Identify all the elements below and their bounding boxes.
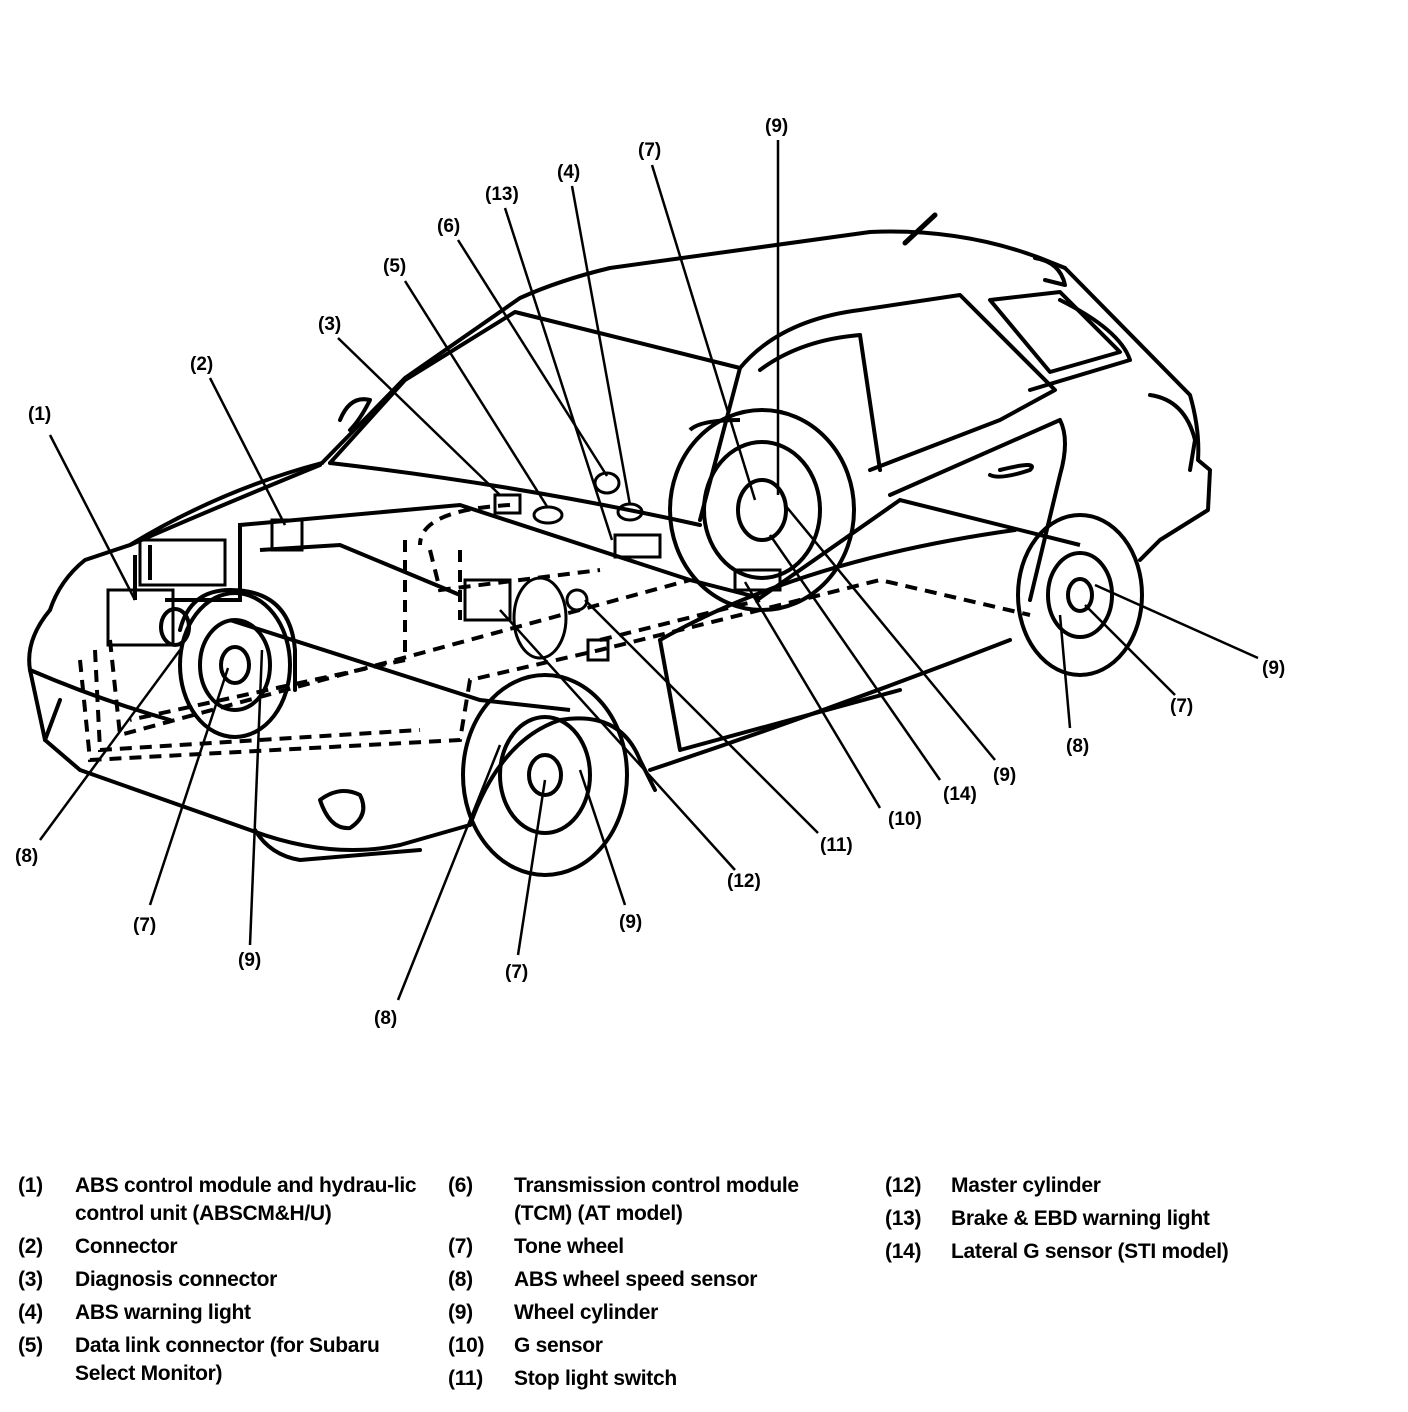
callout-9-mid: (9) — [993, 765, 1016, 786]
legend-text: Lateral G sensor (STI model) — [951, 1240, 1229, 1263]
legend-text: ABS wheel speed sensor — [514, 1268, 758, 1291]
master-cylinder-box — [463, 578, 512, 622]
callout-12: (12) — [727, 871, 761, 892]
brake-lines — [133, 497, 1081, 712]
legend-text: Wheel cylinder — [514, 1301, 659, 1324]
data-link-connector-shape — [532, 505, 564, 525]
legend-text: Connector — [75, 1235, 178, 1258]
legend-item: (3) Diagnosis connector — [18, 1266, 428, 1294]
front-left-wheel — [461, 673, 629, 877]
legend-text: G sensor — [514, 1334, 603, 1357]
leader-lines — [38, 140, 1259, 1001]
callout-7-frontleft: (7) — [505, 962, 528, 983]
callout-14: (14) — [943, 784, 977, 805]
legend-item: (1) ABS control module and hydrau-lic co… — [18, 1172, 428, 1228]
callout-7-top: (7) — [638, 140, 661, 161]
legend-column-1: (1) ABS control module and hydrau-lic co… — [18, 1172, 428, 1393]
legend-item: (6) Transmission control module (TCM) (A… — [448, 1172, 878, 1228]
legend-text: Master cylinder — [951, 1174, 1101, 1197]
legend-text: ABS warning light — [75, 1301, 251, 1324]
callout-10: (10) — [888, 809, 922, 830]
legend-item: (2) Connector — [18, 1233, 428, 1261]
brake-booster — [512, 576, 568, 660]
legend-number: (8) — [448, 1268, 473, 1291]
legend-item: (5) Data link connector (for Subaru Sele… — [18, 1332, 428, 1388]
callout-8-right: (8) — [1066, 736, 1089, 757]
callout-labels: (1) (2) (3) (5) (6) (13) (4) (7) (9) (9)… — [15, 116, 1285, 1029]
callout-4: (4) — [557, 162, 580, 183]
wheels — [159, 408, 1144, 877]
callout-1: (1) — [28, 404, 51, 425]
legend-item: (14) Lateral G sensor (STI model) — [885, 1238, 1385, 1266]
legend-item: (10) G sensor — [448, 1332, 878, 1360]
diagnosis-connector-box — [493, 493, 522, 515]
callout-9-top: (9) — [765, 116, 788, 137]
wiring-harness-dashed — [78, 503, 1031, 763]
legend-number: (2) — [18, 1235, 43, 1258]
callout-7-right: (7) — [1170, 696, 1193, 717]
callout-6: (6) — [437, 216, 460, 237]
legend-number: (9) — [448, 1301, 473, 1324]
legend-number: (1) — [18, 1174, 43, 1197]
connector-box — [270, 518, 304, 552]
callout-11: (11) — [820, 835, 853, 856]
callout-3: (3) — [318, 314, 341, 335]
callout-9-right: (9) — [1262, 658, 1285, 679]
car-body-outline — [27, 212, 1212, 862]
legend-text: Stop light switch — [514, 1367, 677, 1390]
callout-9-left: (9) — [238, 950, 261, 971]
legend-text: Brake & EBD warning light — [951, 1207, 1210, 1230]
callout-9-frontleft: (9) — [619, 912, 642, 933]
abs-module — [106, 588, 175, 647]
legend-text: ABS control module and hydrau-lic contro… — [75, 1174, 417, 1225]
legend-text: Data link connector (for Subaru Select M… — [75, 1334, 380, 1385]
callout-2: (2) — [190, 354, 213, 375]
callout-7-left: (7) — [133, 915, 156, 936]
legend-number: (6) — [448, 1174, 473, 1197]
callout-5: (5) — [383, 256, 406, 277]
legend-number: (7) — [448, 1235, 473, 1258]
legend-number: (12) — [885, 1174, 922, 1197]
front-right-wheel — [178, 591, 292, 739]
legend-number: (14) — [885, 1240, 922, 1263]
legend-item: (13) Brake & EBD warning light — [885, 1205, 1385, 1233]
legend-text: Diagnosis connector — [75, 1268, 278, 1291]
legend-item: (12) Master cylinder — [885, 1172, 1385, 1200]
legend-text: Tone wheel — [514, 1235, 624, 1258]
legend-item: (9) Wheel cylinder — [448, 1299, 878, 1327]
rear-right-wheel — [1016, 513, 1144, 677]
legend-column-2: (6) Transmission control module (TCM) (A… — [448, 1172, 878, 1398]
legend-item: (11) Stop light switch — [448, 1365, 878, 1393]
callout-13: (13) — [485, 184, 519, 205]
legend-number: (11) — [448, 1367, 483, 1390]
callout-8-left: (8) — [15, 846, 38, 867]
legend-item: (8) ABS wheel speed sensor — [448, 1266, 878, 1294]
legend-number: (4) — [18, 1301, 43, 1324]
legend-item: (4) ABS warning light — [18, 1299, 428, 1327]
legend-text: Transmission control module (TCM) (AT mo… — [514, 1174, 799, 1225]
legend-number: (3) — [18, 1268, 43, 1291]
legend-number: (5) — [18, 1334, 43, 1357]
legend-number: (10) — [448, 1334, 485, 1357]
legend-item: (7) Tone wheel — [448, 1233, 878, 1261]
abs-system-diagram: (1) (2) (3) (5) (6) (13) (4) (7) (9) (9)… — [15, 116, 1285, 1029]
legend-number: (13) — [885, 1207, 922, 1230]
callout-8-frontleft: (8) — [374, 1008, 397, 1029]
legend-column-3: (12) Master cylinder (13) Brake & EBD wa… — [885, 1172, 1385, 1271]
